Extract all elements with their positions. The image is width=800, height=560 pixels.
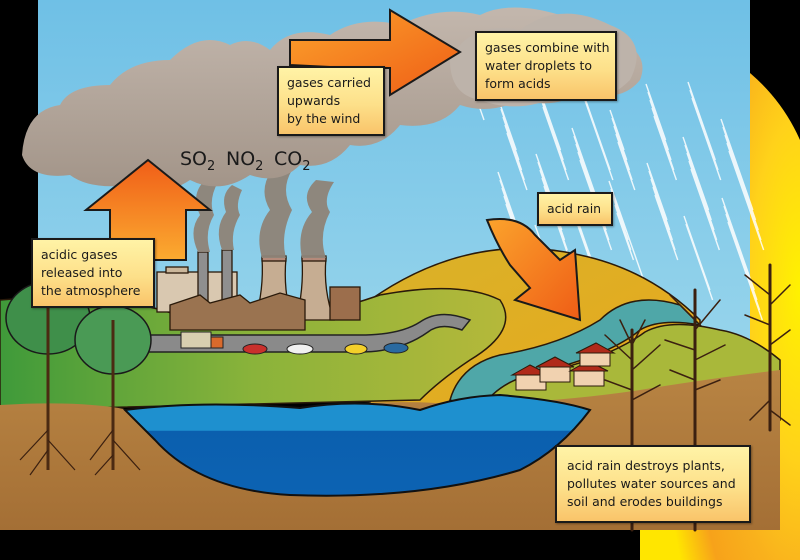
smoke (193, 170, 334, 258)
rain-streak (498, 100, 517, 151)
rain-streak (610, 188, 627, 231)
rain-streak (725, 213, 761, 311)
rain-streak (682, 136, 710, 211)
rain-streak (540, 98, 567, 171)
gas-so2-subscript: 2 (207, 159, 216, 174)
rain-streak (616, 212, 635, 261)
rain-streak (653, 115, 678, 181)
rain-streak (687, 81, 716, 161)
rain-streak (646, 162, 668, 221)
rain-streak (721, 197, 755, 291)
rain-streak (685, 223, 714, 301)
label-gases-carried-upwards: gases carried upwards by the wind (277, 66, 385, 136)
rain-streak (723, 205, 758, 301)
label-line: acid rain (547, 201, 602, 216)
rain-streak (580, 88, 614, 181)
rain-streak (683, 215, 711, 291)
label-line: pollutes water sources and (567, 476, 736, 491)
rain-streak (497, 171, 516, 221)
factory (156, 249, 361, 331)
label-acid-rain-effects: acid rain destroys plants, pollutes wate… (555, 445, 751, 523)
rain-streak (690, 168, 721, 251)
rain-streak (650, 178, 674, 241)
rain-streak (613, 125, 631, 171)
gas-no2: NO2 (226, 148, 263, 174)
rain-streak (615, 133, 633, 181)
houses (510, 342, 616, 391)
arrow-up (83, 158, 213, 261)
label-acid-rain: acid rain (537, 192, 613, 226)
rain-streak (648, 170, 671, 231)
rain-streak (609, 109, 625, 151)
label-line: gases combine with (485, 40, 610, 55)
gas-so2-formula: SO (180, 148, 208, 170)
rain-streak (504, 124, 525, 181)
vehicles (180, 331, 409, 355)
rain-streak (720, 118, 754, 211)
rain-streak (722, 126, 757, 221)
rain-streak (611, 117, 628, 161)
rain-streak (684, 144, 712, 221)
rain-streak (688, 160, 718, 241)
label-acidic-gases-released: acidic gases released into the atmospher… (31, 238, 155, 308)
rain-streak (506, 132, 528, 191)
rain-streak (617, 141, 636, 191)
rain-streak (645, 83, 667, 141)
rain-streak (502, 116, 523, 171)
rain-streak (689, 89, 719, 171)
rain-streak (728, 150, 765, 251)
label-line: form acids (485, 76, 551, 91)
arrow-down (485, 218, 582, 322)
rain-streak (724, 134, 759, 231)
label-line: by the wind (287, 111, 361, 126)
label-gases-combine: gases combine with water droplets to for… (475, 31, 617, 101)
rain-streak (686, 152, 715, 231)
label-line: upwards (287, 93, 341, 108)
rain-streak (727, 221, 763, 321)
rain-streak (500, 108, 520, 161)
rain-streak (649, 99, 672, 161)
rain-streak (614, 204, 632, 251)
rain-streak (651, 107, 675, 171)
rain-streak (654, 194, 679, 261)
label-line: soil and erodes buildings (567, 494, 723, 509)
rain-streak (691, 97, 722, 181)
label-line: gases carried (287, 75, 371, 90)
rain-streak (652, 186, 676, 251)
rain-streak (647, 91, 669, 151)
gas-co2-formula: CO (274, 148, 303, 170)
label-line: water droplets to (485, 58, 593, 73)
gas-no2-subscript: 2 (255, 159, 264, 174)
label-line: acidic gases (41, 247, 118, 262)
gas-co2-subscript: 2 (302, 159, 311, 174)
gas-co2: CO2 (274, 148, 311, 174)
rain-streak (542, 106, 570, 181)
rain-streak (608, 180, 645, 281)
lake (122, 393, 592, 497)
gas-so2: SO2 (180, 148, 215, 174)
gas-no2-formula: NO (226, 148, 256, 170)
rain-streak (612, 196, 629, 241)
label-line: acid rain destroys plants, (567, 458, 725, 473)
label-line: released into (41, 265, 123, 280)
label-line: the atmosphere (41, 283, 141, 298)
rain-streak (726, 142, 762, 241)
